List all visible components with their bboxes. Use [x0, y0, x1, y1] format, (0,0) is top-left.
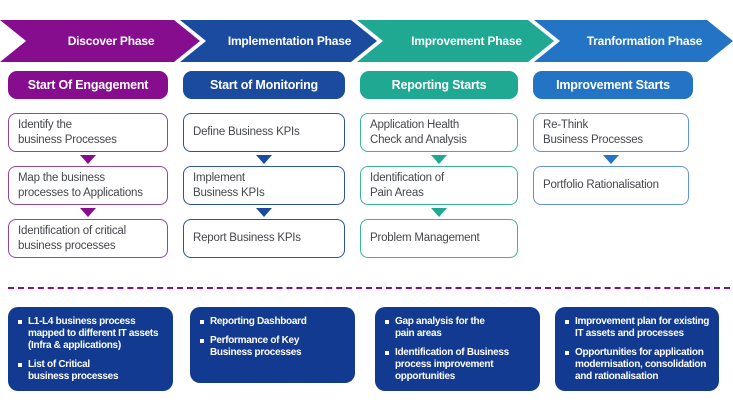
deliverable-text: Opportunities for application modernisat…: [575, 347, 707, 382]
deliverables-box-improvement: Gap analysis for the pain areas Identifi…: [375, 307, 540, 391]
step-text: Problem Management: [370, 232, 480, 245]
step-text: Identify the business Processes: [18, 119, 117, 146]
deliverables-box-transformation: Improvement plan for existing IT assets …: [555, 307, 719, 391]
arrow-down-icon: [256, 155, 272, 164]
step-text: Map the business processes to Applicatio…: [18, 172, 143, 199]
list-item: Reporting Dashboard: [196, 316, 351, 328]
arrow-down-icon: [431, 208, 447, 217]
step-box: Portfolio Rationalisation: [533, 166, 689, 205]
arrow-down-icon: [80, 155, 96, 164]
step-text: Application Health Check and Analysis: [370, 119, 467, 146]
pill-reporting-starts: Reporting Starts: [360, 71, 518, 99]
list-item: Improvement plan for existing IT assets …: [561, 316, 715, 340]
phase-arrow-implementation: Implementation Phase: [180, 20, 377, 62]
list-item: List of Critical business processes: [14, 359, 169, 383]
bullet-icon: [18, 320, 22, 324]
step-box: Identification of Pain Areas: [360, 166, 518, 205]
phase-arrow-label: Discover Phase: [67, 34, 155, 48]
list-item: Opportunities for application modernisat…: [561, 347, 715, 383]
arrow-down-icon: [603, 155, 619, 164]
deliverables-box-discover: L1-L4 business process mapped to differe…: [8, 307, 173, 391]
list-item: Gap analysis for the pain areas: [381, 316, 536, 340]
dashed-divider: [8, 287, 730, 289]
pill-label: Start Of Engagement: [27, 78, 149, 92]
bullet-icon: [385, 320, 389, 324]
step-box: Identify the business Processes: [8, 113, 168, 152]
pill-improvement-starts: Improvement Starts: [533, 71, 693, 99]
deliverable-text: Performance of Key Business processes: [210, 335, 302, 358]
phase-arrow-improvement: Improvement Phase: [357, 20, 554, 62]
arrow-down-icon: [80, 208, 96, 217]
list-item: Identification of Business process impro…: [381, 347, 536, 383]
pill-label: Reporting Starts: [391, 78, 487, 92]
deliverable-text: Gap analysis for the pain areas: [395, 316, 485, 339]
step-text: Implement Business KPIs: [193, 172, 265, 199]
bullet-icon: [565, 320, 569, 324]
list-item: Performance of Key Business processes: [196, 335, 351, 359]
arrow-down-icon: [431, 155, 447, 164]
pill-label: Start of Monitoring: [210, 78, 318, 92]
step-text: Report Business KPIs: [193, 232, 301, 245]
phase-arrow-transformation: Tranformation Phase: [534, 20, 733, 62]
step-box: Map the business processes to Applicatio…: [8, 166, 168, 205]
step-box: Identification of critical business proc…: [8, 219, 168, 258]
bullet-icon: [565, 351, 569, 355]
deliverables-box-implementation: Reporting Dashboard Performance of Key B…: [190, 307, 355, 383]
step-box: Problem Management: [360, 219, 518, 258]
step-box: Re-Think Business Processes: [533, 113, 689, 152]
deliverable-text: L1-L4 business process mapped to differe…: [28, 316, 159, 351]
step-box: Report Business KPIs: [183, 219, 345, 258]
step-text: Identification of critical business proc…: [18, 225, 126, 252]
phase-arrow-label: Implementation Phase: [227, 34, 352, 48]
list-item: L1-L4 business process mapped to differe…: [14, 316, 169, 352]
pill-start-of-monitoring: Start of Monitoring: [183, 71, 345, 99]
deliverable-text: Identification of Business process impro…: [395, 347, 509, 382]
step-text: Portfolio Rationalisation: [543, 179, 659, 192]
bullet-icon: [200, 320, 204, 324]
deliverable-text: List of Critical business processes: [28, 359, 119, 382]
phase-arrow-label: Improvement Phase: [411, 34, 522, 48]
step-box: Implement Business KPIs: [183, 166, 345, 205]
pill-label: Improvement Starts: [556, 78, 670, 92]
step-box: Define Business KPIs: [183, 113, 345, 152]
deliverable-text: Reporting Dashboard: [210, 316, 307, 327]
step-text: Re-Think Business Processes: [543, 119, 643, 146]
phase-arrow-discover: Discover Phase: [0, 20, 200, 62]
step-box: Application Health Check and Analysis: [360, 113, 518, 152]
pill-start-of-engagement: Start Of Engagement: [8, 71, 168, 99]
step-text: Define Business KPIs: [193, 126, 300, 139]
bullet-icon: [18, 363, 22, 367]
arrow-down-icon: [256, 208, 272, 217]
phase-arrow-label: Tranformation Phase: [586, 34, 703, 48]
step-text: Identification of Pain Areas: [370, 172, 444, 199]
deliverable-text: Improvement plan for existing IT assets …: [575, 316, 710, 339]
bullet-icon: [200, 339, 204, 343]
bullet-icon: [385, 351, 389, 355]
